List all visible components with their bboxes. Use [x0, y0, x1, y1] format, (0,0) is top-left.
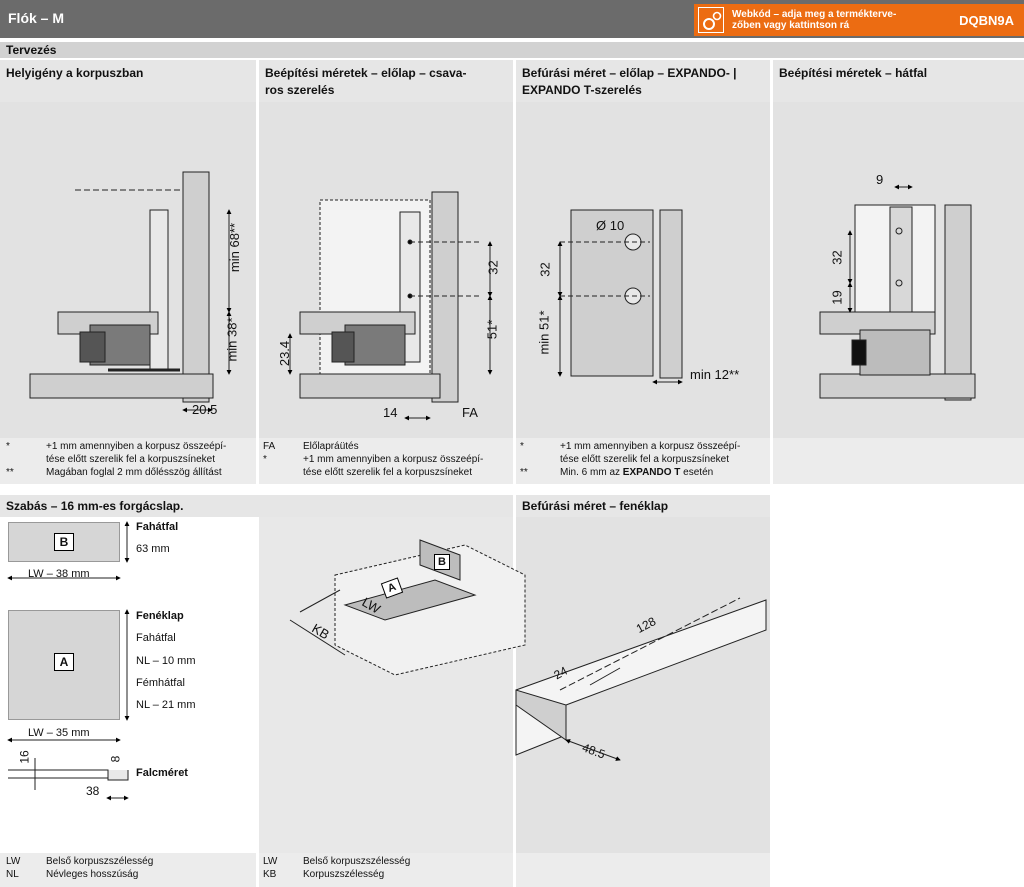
panel3-drawing: [516, 102, 770, 438]
panel2-title-l2: ros szerelés: [265, 83, 335, 97]
footnotes-col2: FA Előlapráütés * +1 mm amennyiben a korpu…: [263, 441, 513, 485]
dim-o10: Ø 10: [596, 218, 625, 233]
legend1-nl-text: Névleges hosszúság: [46, 869, 139, 880]
iso-b-letter: B: [434, 554, 450, 570]
legend-panel-2: [259, 853, 513, 887]
fn-star-text: +1 mm amennyiben a korpusz összeépí-: [303, 454, 484, 465]
dim-32b: 32: [537, 262, 553, 277]
part-a-l2: NL – 10 mm: [136, 655, 196, 667]
legend2-kb-key: KB: [263, 869, 277, 880]
part-b-dim: 63 mm: [136, 543, 170, 555]
part-a-width: LW – 35 mm: [28, 727, 90, 739]
dim-min12: min 12**: [690, 367, 740, 382]
panel2-title-l1: Beépítési méretek – előlap – csava-: [265, 66, 467, 80]
panel1-title: Helyigény a korpuszban: [0, 60, 256, 102]
rabbet-name: Falcméret: [136, 767, 188, 779]
fn1-text-cont: tése előtt szerelik fel a korpuszsíneket: [46, 454, 215, 465]
footnote-panel-2: [259, 438, 513, 484]
fn3-text-cont: tése előtt szerelik fel a korpuszsíneket: [560, 454, 729, 465]
fn2-text: Magában foglal 2 mm dőlésszög állítást: [46, 467, 222, 478]
page-title: Flók – M: [8, 10, 65, 26]
part-a-name: Fenéklap: [136, 610, 184, 622]
fn4-text: Min. 6 mm az EXPANDO T esetén: [560, 467, 780, 479]
legend-col1: LW Belső korpuszszélesség NL Névleges hoss…: [6, 856, 256, 886]
panel1-drawing: [0, 102, 256, 438]
product-code: DQBN9A: [959, 13, 1014, 28]
section-band: Tervezés: [0, 42, 1024, 58]
fn-fa-text: Előlapráütés: [303, 441, 359, 452]
webcode-text: Webkód – adja meg a termékterve- zőben v…: [732, 9, 932, 31]
legend2-lw-text: Belső korpuszszélesség: [303, 856, 411, 867]
fn3-text: +1 mm amennyiben a korpusz összeépí-: [560, 441, 741, 452]
dim-fa: FA: [462, 405, 478, 420]
panel3-title-l2: EXPANDO T-szerelés: [522, 83, 642, 97]
fn4-text-b: EXPANDO T: [622, 467, 681, 478]
legend-col2: LW Belső korpuszszélesség KB Korpuszszéles…: [263, 856, 513, 886]
dim-23-4: 23.4: [277, 340, 293, 367]
legend1-nl-key: NL: [6, 869, 19, 880]
fn4-text-c: esetén: [680, 467, 714, 478]
part-a-letter: A: [54, 653, 74, 671]
footnote-panel-4: [773, 438, 1024, 484]
part-b-name: Fahátfal: [136, 521, 179, 533]
dim-min68: min 68**: [227, 222, 243, 273]
fn-star-key: *: [263, 454, 267, 465]
panel2-title: Beépítési méretek – előlap – csava-ros s…: [259, 60, 513, 102]
fn2-key: **: [6, 467, 14, 478]
footnotes-col1: * +1 mm amennyiben a korpusz összeépí- té…: [6, 441, 256, 485]
dim-min38: min 38*: [224, 317, 240, 362]
dim-32: 32: [485, 260, 501, 275]
dim-14: 14: [383, 405, 398, 420]
dim-51: 51*: [484, 319, 500, 340]
webcode-link[interactable]: Webkód – adja meg a termékterve- zőben v…: [694, 4, 1024, 36]
legend-panel-1: [0, 853, 256, 887]
legend2-lw-key: LW: [263, 856, 278, 867]
legend1-lw-text: Belső korpuszszélesség: [46, 856, 154, 867]
part-b-rect: B: [8, 522, 120, 562]
legend-panel-3: [516, 853, 770, 887]
footnote-panel-3: [516, 438, 770, 484]
dim-20-5: 20.5: [192, 402, 218, 417]
part-a-l3: Fémhátfal: [136, 677, 185, 689]
dim-19: 19: [829, 290, 845, 305]
panel3-title-l1: Befúrási méret – előlap – EXPANDO- |: [522, 66, 737, 80]
rabbet-16: 16: [17, 750, 32, 764]
webcode-line1: Webkód – adja meg a termékterve-: [732, 9, 897, 20]
part-a-l4: NL – 21 mm: [136, 699, 196, 711]
part-b-letter: B: [54, 533, 74, 551]
dim-32c: 32: [829, 250, 845, 265]
panel4-drawing: [773, 102, 1024, 438]
iso-panel: [259, 517, 513, 853]
legend2-kb-text: Korpuszszélesség: [303, 869, 385, 880]
fn-fa-key: FA: [263, 441, 276, 452]
dim-min51: min 51*: [536, 310, 552, 355]
cutting-title: Szabás – 16 mm-es forgácslap.: [0, 495, 513, 517]
fn1-text: +1 mm amennyiben a korpusz összeépí-: [46, 441, 227, 452]
header-bar: Flók – M Webkód – adja meg a termékterve…: [0, 0, 1024, 38]
panel4-title: Beépítési méretek – hátfal: [773, 60, 1024, 102]
part-a-rect: A: [8, 610, 120, 720]
fn4-text-a: Min. 6 mm az: [560, 467, 623, 478]
part-a-l1: Fahátfal: [136, 632, 176, 644]
footnotes-col3: * +1 mm amennyiben a korpusz összeépí- té…: [520, 441, 770, 485]
footnote-panel-1: [0, 438, 256, 484]
panel3-title: Befúrási méret – előlap – EXPANDO- | EXPA…: [516, 60, 770, 102]
rabbet-8: 8: [108, 755, 123, 763]
fn4-key: **: [520, 467, 528, 478]
part-b-width: LW – 38 mm: [28, 568, 90, 580]
panel2-drawing: [259, 102, 513, 438]
rabbet-38: 38: [86, 784, 100, 798]
gear-icon: [698, 7, 724, 33]
bottom-drill-title: Befúrási méret – fenéklap: [516, 495, 770, 517]
legend1-lw-key: LW: [6, 856, 21, 867]
fn1-key: *: [6, 441, 10, 452]
dim-9: 9: [876, 172, 884, 187]
fn3-key: *: [520, 441, 524, 452]
bottom-drill-panel: [516, 517, 770, 853]
fn-star-text-cont: tése előtt szerelik fel a korpuszsíneket: [303, 467, 472, 478]
webcode-line2: zőben vagy kattintson rá: [732, 20, 850, 31]
